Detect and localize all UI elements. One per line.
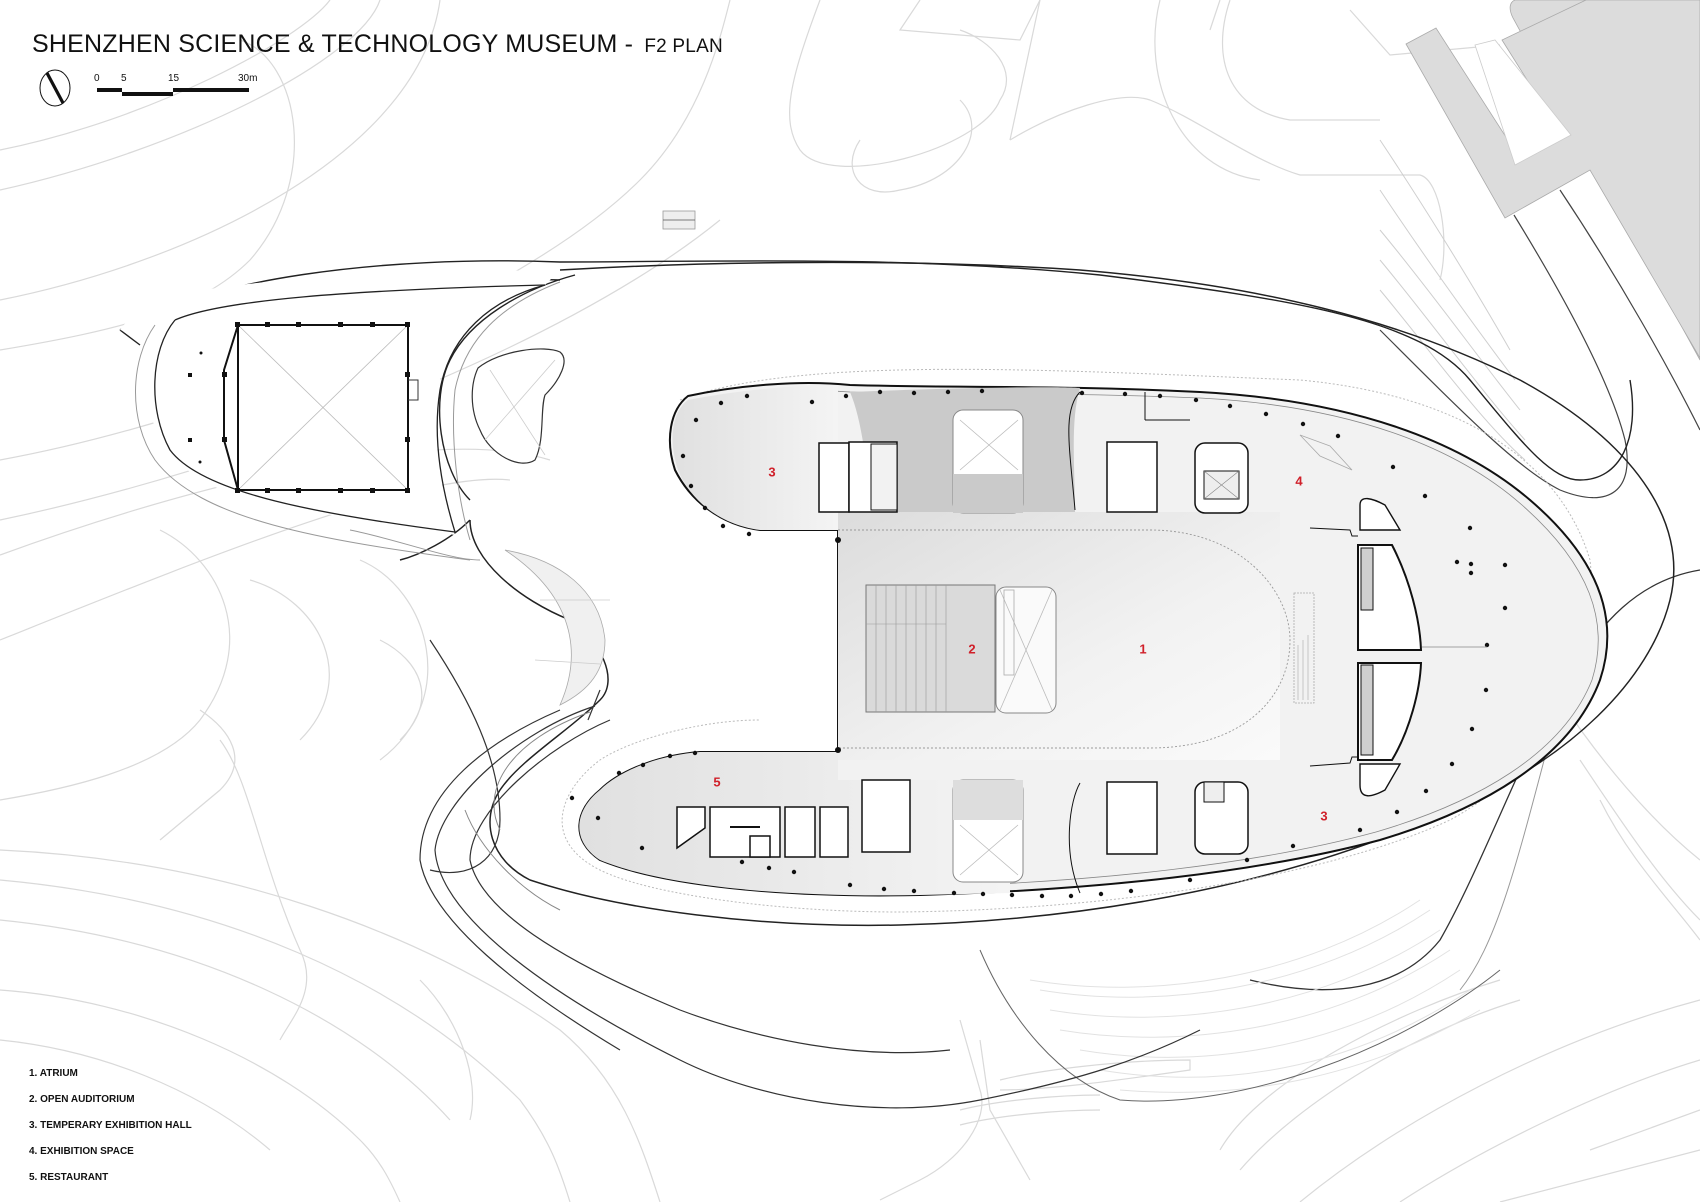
scale-tick-0: 0 xyxy=(94,73,100,84)
room-label-open-auditorium: 2 xyxy=(968,641,976,657)
title-text: SHENZHEN SCIENCE & TECHNOLOGY MUSEUM - xyxy=(32,30,634,58)
legend-item-atrium: 1. ATRIUM xyxy=(29,1068,78,1079)
open-auditorium xyxy=(865,584,1057,714)
legend-item-open-auditorium: 2. OPEN AUDITORIUM xyxy=(29,1094,135,1105)
ramp-west xyxy=(504,549,606,706)
room-label-restaurant: 5 xyxy=(713,774,721,790)
room-label-atrium: 1 xyxy=(1139,641,1147,657)
legend-item-temporary-exhibition-hall: 3. TEMPERARY EXHIBITION HALL xyxy=(29,1120,192,1131)
scale-tick-30: 30m xyxy=(238,73,258,84)
columns xyxy=(569,388,1508,899)
north-arrow-icon xyxy=(39,69,71,107)
service-cores xyxy=(818,441,1249,855)
legend-item-exhibition-space: 4. EXHIBITION SPACE xyxy=(29,1146,134,1157)
terraced-seating-south xyxy=(1029,899,1481,1093)
ramp-lines xyxy=(1379,139,1526,461)
pavilion-west xyxy=(120,270,565,561)
legend: 1. ATRIUM 2. OPEN AUDITORIUM 3. TEMPERAR… xyxy=(29,1068,192,1198)
scale-bar-labels: 0 5 15 30m xyxy=(92,73,282,87)
restaurant-rooms xyxy=(676,806,849,858)
site-grey-block xyxy=(1405,0,1700,361)
stair-top xyxy=(662,210,696,230)
scale-bar-graphic xyxy=(97,88,249,96)
building-podium-outline xyxy=(399,261,1675,927)
title-subtitle: F2 PLAN xyxy=(644,36,723,57)
scale-tick-15: 15 xyxy=(168,73,180,84)
room-label-exhibition-space: 4 xyxy=(1295,473,1303,489)
scale-tick-5: 5 xyxy=(121,73,127,84)
room-label-temp-exhibition-nw: 3 xyxy=(768,464,776,480)
east-core xyxy=(1357,497,1423,797)
legend-item-restaurant: 5. RESTAURANT xyxy=(29,1172,109,1183)
room-label-temp-exhibition-se: 3 xyxy=(1320,808,1328,824)
drawing-title: SHENZHEN SCIENCE & TECHNOLOGY MUSEUM - F… xyxy=(32,30,723,59)
main-floor-plate xyxy=(561,368,1609,913)
